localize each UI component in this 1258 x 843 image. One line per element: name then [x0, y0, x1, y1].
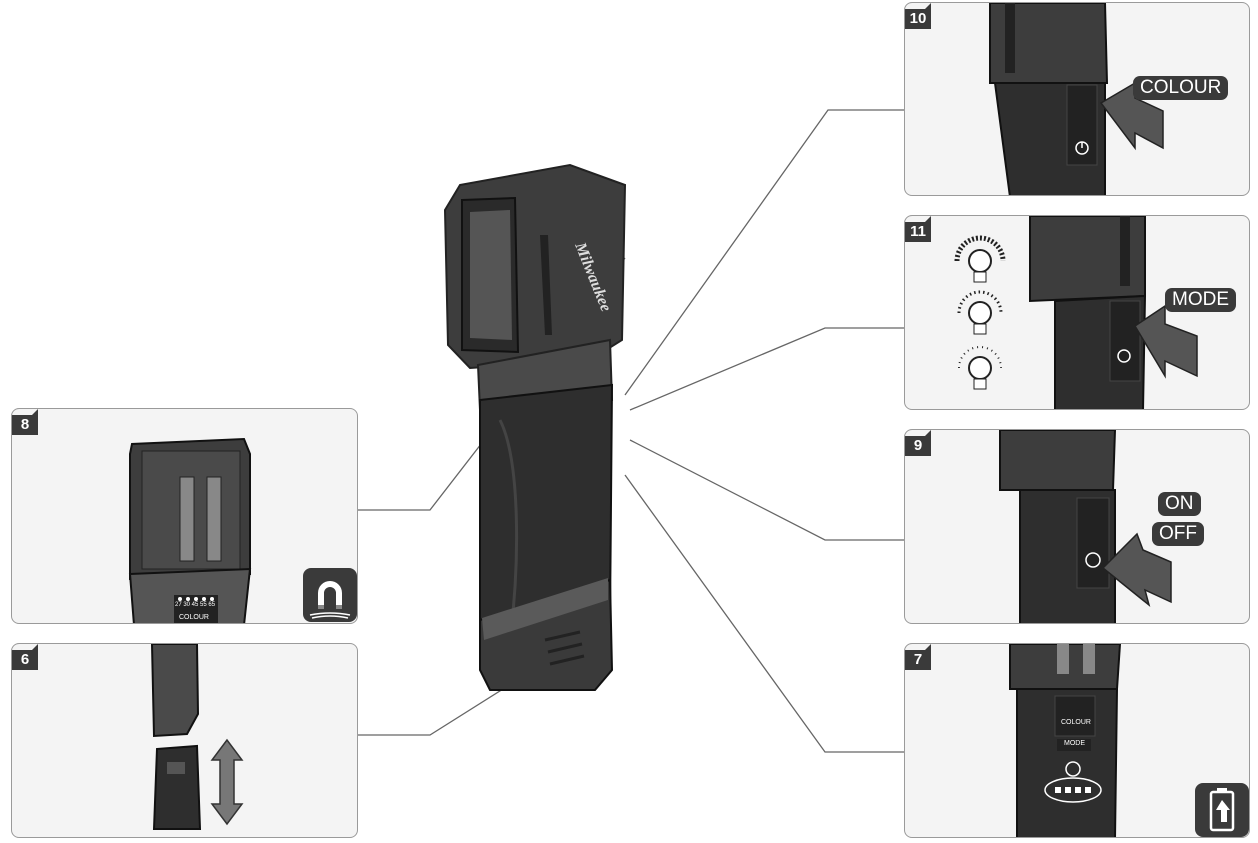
device-back-illustration: [128, 437, 252, 623]
panel-9-power: 9 ON OFF: [904, 429, 1250, 624]
battery-charge-icon: [1195, 783, 1249, 837]
bulb-bright-icon: [954, 235, 1006, 283]
on-label: ON: [1158, 492, 1201, 516]
off-label: OFF: [1152, 522, 1204, 546]
device-temps-label: 27 30 45 55 65: [175, 602, 216, 608]
leader-line-7: [624, 474, 904, 753]
panel-11-mode: 11 MODE: [904, 215, 1250, 410]
device-colour-button-label: COLOUR: [179, 614, 209, 621]
colour-label: COLOUR: [1133, 76, 1229, 100]
panel-6-battery: 6: [11, 643, 358, 838]
battery-indicator-illustration: [1009, 644, 1122, 837]
power-button-illustration: [999, 430, 1172, 623]
magnet-icon: [303, 568, 357, 622]
step-number-10: 10: [905, 3, 931, 29]
mode-label: MODE: [1165, 288, 1236, 312]
step-number-7: 7: [905, 644, 931, 670]
mode-button-illustration: [954, 216, 1198, 409]
battery-insert-illustration: [150, 644, 244, 830]
step-number-6: 6: [12, 644, 38, 670]
leader-line-9: [629, 439, 904, 541]
step-number-11: 11: [905, 216, 931, 242]
bulb-low-icon: [958, 346, 1002, 390]
panel-8-magnet: 8 27 30 45 55 65 COLOUR: [11, 408, 358, 624]
device-colour-button-label-7: COLOUR: [1061, 719, 1091, 726]
step-number-8: 8: [12, 409, 38, 435]
leader-line-11: [629, 327, 904, 411]
panel-7-battery-status: 7 COLOUR MODE: [904, 643, 1250, 838]
colour-button-illustration: [989, 3, 1164, 195]
device-mode-button-label-7: MODE: [1064, 740, 1085, 747]
leader-line-10: [624, 109, 904, 396]
bulb-medium-icon: [957, 290, 1003, 335]
step-number-9: 9: [905, 430, 931, 456]
panel-10-colour: 10 COLOUR: [904, 2, 1250, 196]
